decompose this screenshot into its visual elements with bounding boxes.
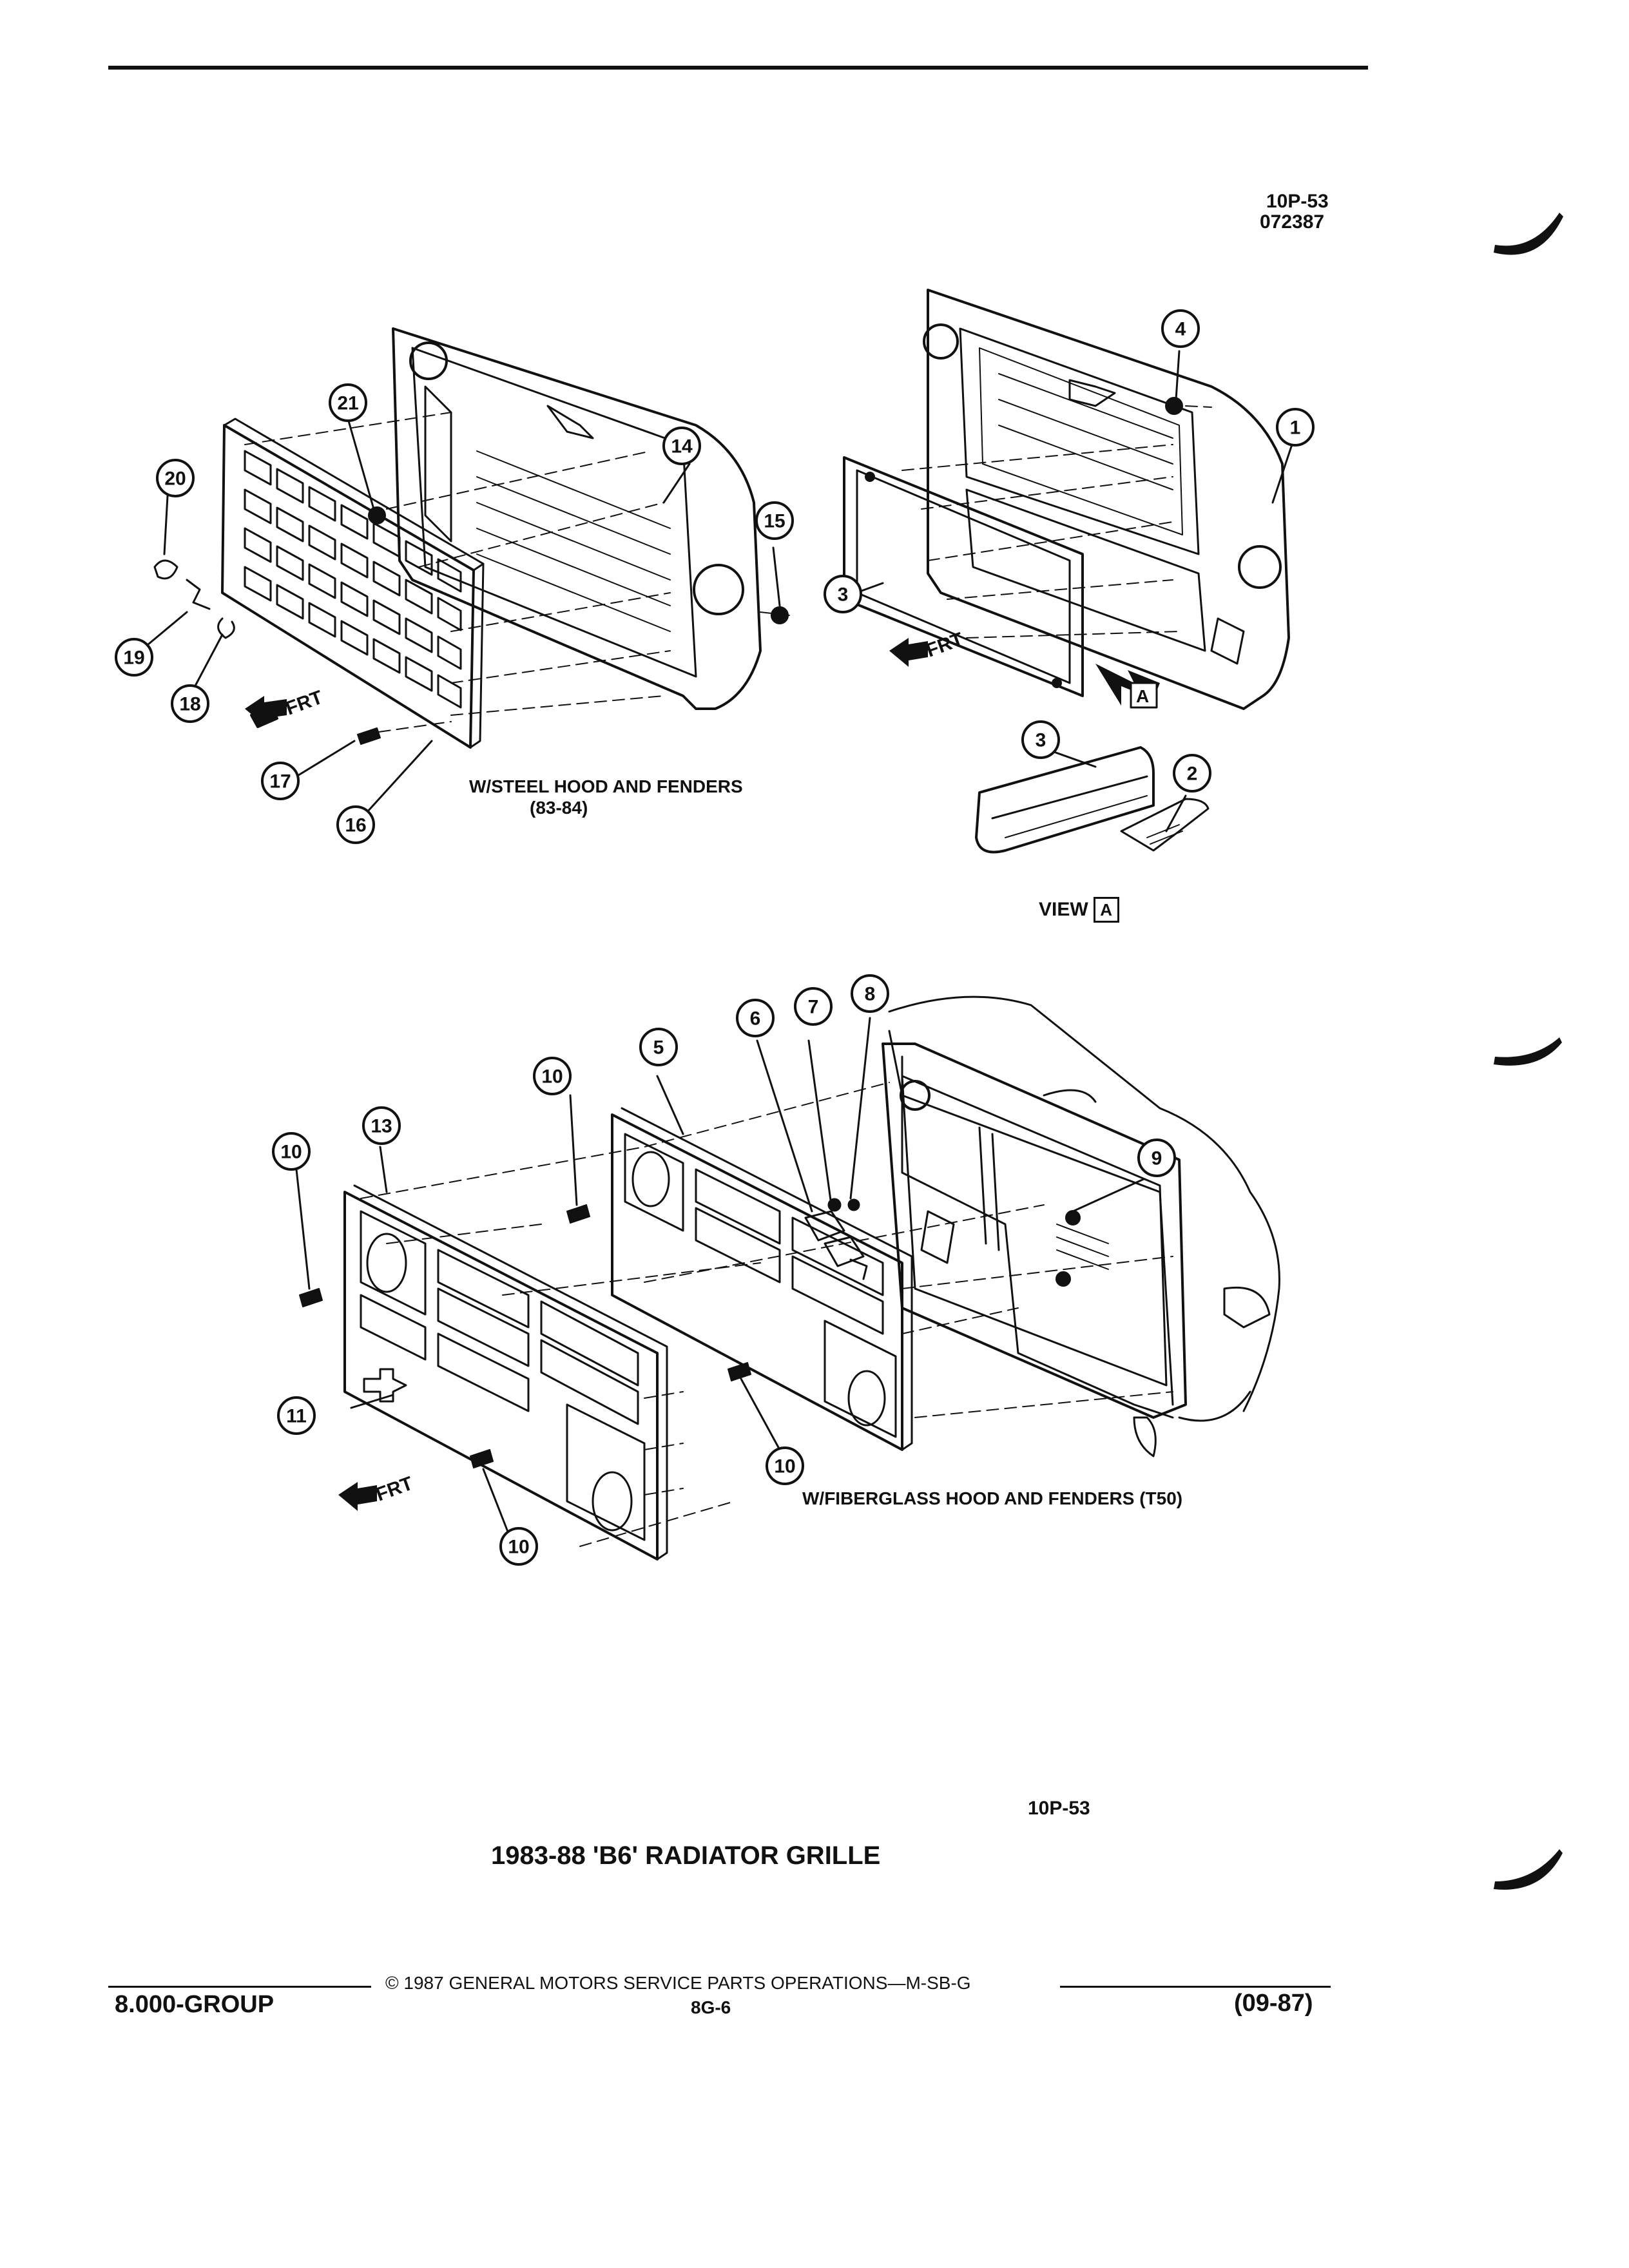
callout-3-inset <box>824 575 862 613</box>
callout-2 <box>1173 754 1211 793</box>
frt-arrow-icons <box>245 638 928 1511</box>
steel-frt-label: FRT <box>283 687 325 720</box>
steel-radiator-support <box>392 327 762 710</box>
top-rule <box>108 66 1368 70</box>
bowtie-emblem-icon <box>363 1368 407 1403</box>
callout-label-14: 14 <box>671 436 693 457</box>
callout-10-a <box>533 1057 572 1095</box>
callout-label-10-c: 10 <box>774 1456 795 1477</box>
view-a-box-icon <box>1130 682 1158 709</box>
steel-caption-line2: (83-84) <box>530 798 588 818</box>
callout-label-19: 19 <box>123 648 144 669</box>
callout-8 <box>851 974 889 1013</box>
callout-label-3-view: 3 <box>1036 730 1046 751</box>
callout-label-21: 21 <box>337 393 358 414</box>
callout-label-7: 7 <box>808 997 819 1018</box>
fiberglass-mounting-lines <box>360 1082 1173 1547</box>
callout-label-6: 6 <box>750 1008 761 1030</box>
callout-10-d <box>499 1527 538 1566</box>
callout-21 <box>329 383 367 422</box>
callout-19 <box>115 638 153 677</box>
inset-mounting-lines <box>901 405 1212 639</box>
footer-group: 8.000-GROUP <box>115 1991 275 2018</box>
fiberglass-radiator-support <box>882 1043 1187 1419</box>
inset-grille-panel <box>843 456 1084 697</box>
callout-17 <box>261 762 300 800</box>
steel-mounting-lines <box>244 412 790 735</box>
callout-label-9: 9 <box>1152 1148 1162 1169</box>
callout-9 <box>1137 1139 1176 1177</box>
callout-label-15: 15 <box>764 511 785 532</box>
steel-grille <box>221 418 485 749</box>
fiberglass-hood-body <box>888 995 1280 1457</box>
callout-label-3-inset: 3 <box>838 584 849 606</box>
steel-frt-arrow-icon <box>245 696 287 725</box>
callout-label-13: 13 <box>371 1116 392 1137</box>
callout-label-8: 8 <box>865 984 876 1005</box>
callout-label-4: 4 <box>1175 319 1186 340</box>
view-a-detail <box>975 746 1210 854</box>
header-ref-number: 072387 <box>1260 211 1325 233</box>
rear-grille-5 <box>611 1107 913 1451</box>
callout-7 <box>794 987 833 1026</box>
footer-date: (09-87) <box>1234 1990 1313 2017</box>
callout-18 <box>171 684 209 723</box>
inset-nut <box>1165 397 1183 415</box>
steel-leader-lines <box>139 418 781 813</box>
callout-label-2: 2 <box>1187 764 1198 785</box>
binding-marks <box>1494 213 1563 1890</box>
fiberglass-frt-arrow-icon <box>338 1482 377 1511</box>
fiberglass-caption: W/FIBERGLASS HOOD AND FENDERS (T50) <box>802 1488 1183 1508</box>
view-a-letter-box: A <box>1093 897 1119 923</box>
footer-copyright: © 1987 GENERAL MOTORS SERVICE PARTS OPER… <box>385 1973 971 1993</box>
figure-code: 10P-53 <box>1028 1798 1090 1819</box>
callout-label-17: 17 <box>269 771 291 793</box>
callout-16 <box>336 805 375 844</box>
callout-3-view <box>1021 720 1060 759</box>
callout-5 <box>639 1028 678 1066</box>
callout-label-16: 16 <box>345 815 366 836</box>
front-grille-13 <box>343 1184 668 1561</box>
callout-label-10-d: 10 <box>508 1537 529 1558</box>
fiberglass-leader-lines <box>295 1017 1145 1544</box>
callout-label-5: 5 <box>653 1037 664 1059</box>
callout-10-c <box>766 1446 804 1485</box>
view-a-arrow-letter: A <box>1136 686 1149 706</box>
fiberglass-screws <box>299 1204 1080 1468</box>
callout-label-10-a: 10 <box>541 1066 563 1088</box>
callout-label-20: 20 <box>164 468 186 490</box>
callout-label-1: 1 <box>1290 418 1301 439</box>
callout-11 <box>277 1396 316 1435</box>
callout-label-10-b: 10 <box>280 1142 302 1163</box>
callout-20 <box>156 459 195 497</box>
emblem-bracket <box>804 1198 868 1280</box>
callout-15 <box>755 501 794 540</box>
callout-4 <box>1161 309 1200 348</box>
page-title: 1983-88 'B6' RADIATOR GRILLE <box>491 1841 881 1870</box>
callout-14 <box>662 427 701 465</box>
callout-label-11: 11 <box>286 1406 307 1427</box>
view-a-caption: VIEW A <box>1039 897 1119 923</box>
view-a-label: VIEW <box>1039 899 1088 920</box>
fiberglass-frt-label: FRT <box>373 1473 416 1506</box>
header-ref-code: 10P-53 <box>1266 191 1329 212</box>
footer-rule-right <box>1060 1986 1331 1988</box>
steel-caption-line1: W/STEEL HOOD AND FENDERS <box>469 776 743 796</box>
callout-13 <box>362 1106 401 1145</box>
callout-1 <box>1276 408 1315 447</box>
callout-10-b <box>272 1132 311 1171</box>
callout-6 <box>736 999 775 1037</box>
inset-frt-arrow-icon <box>889 638 928 667</box>
footer-rule-left <box>108 1986 371 1988</box>
footer-page: 8G-6 <box>691 1997 731 2017</box>
callout-label-18: 18 <box>179 694 200 715</box>
inset-radiator-support <box>923 289 1290 710</box>
